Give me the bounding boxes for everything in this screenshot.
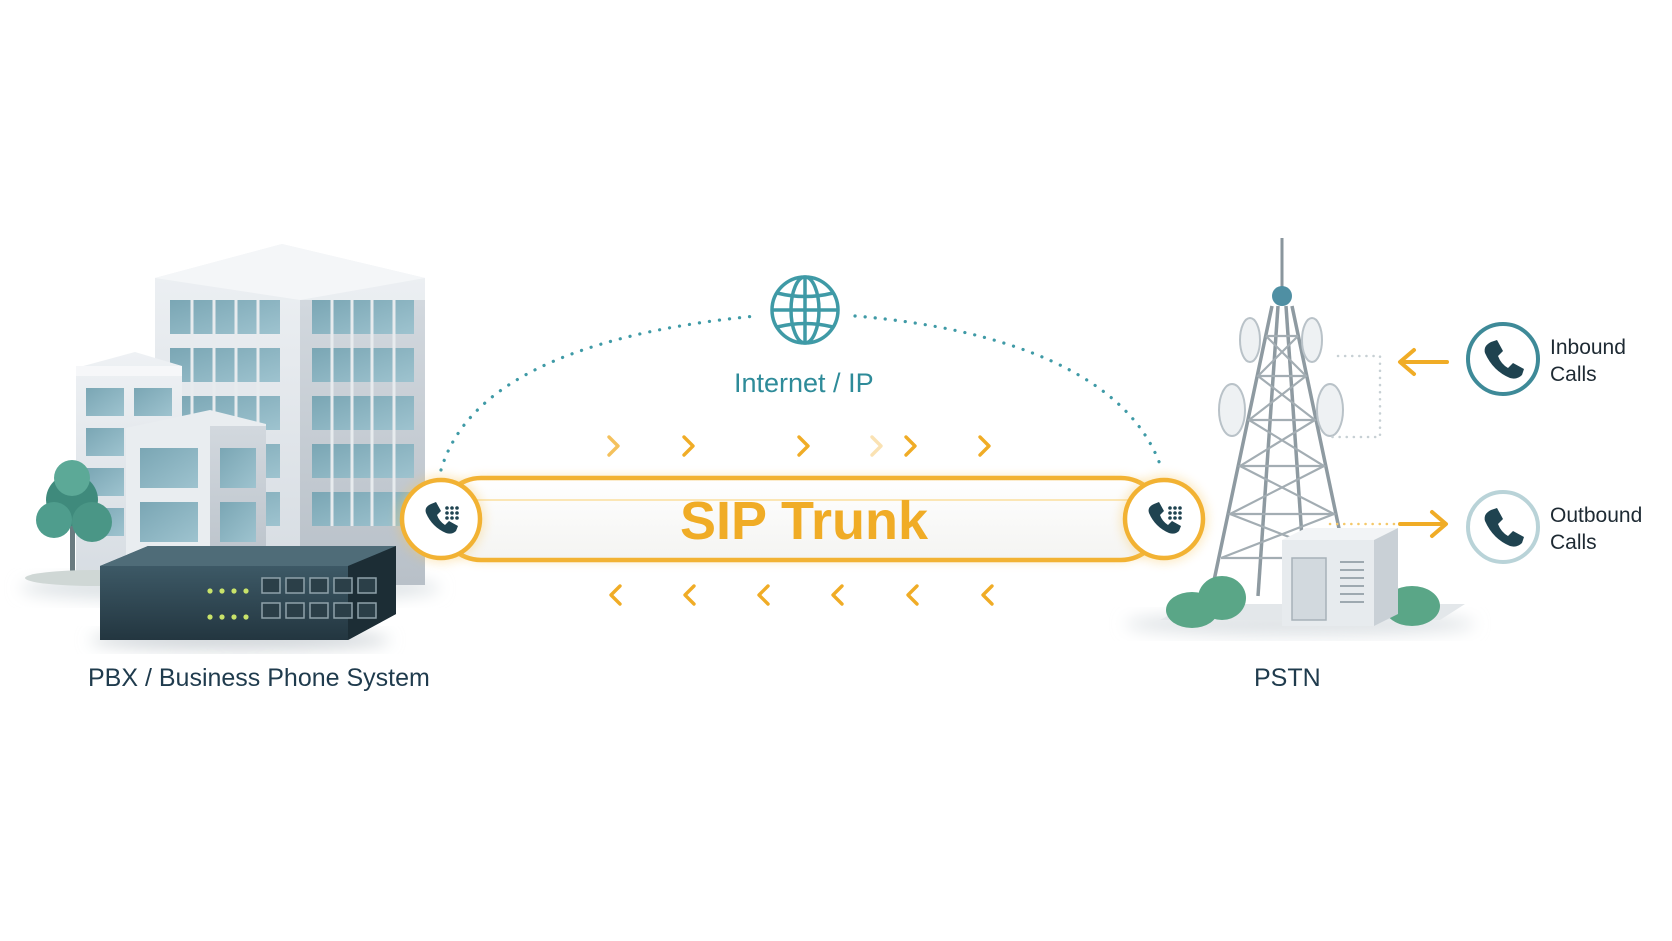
inbound-call-flow bbox=[1324, 322, 1540, 439]
outbound-calls-line1: Outbound bbox=[1550, 504, 1643, 527]
outbound-calls-line2: Calls bbox=[1550, 531, 1597, 554]
phone-icon bbox=[1484, 508, 1524, 547]
office-building-illustration bbox=[20, 244, 440, 602]
pstn-tower-illustration bbox=[1125, 238, 1475, 636]
inbound-calls-label: Inbound Calls bbox=[1550, 334, 1626, 388]
outgoing-direction-chevrons bbox=[607, 435, 991, 457]
tree-illustration bbox=[36, 460, 112, 580]
incoming-direction-chevrons bbox=[609, 584, 994, 606]
inbound-calls-line1: Inbound bbox=[1550, 336, 1626, 359]
phone-keypad-icon bbox=[1148, 502, 1182, 534]
sip-trunk-label: SIP Trunk bbox=[679, 491, 929, 551]
pbx-label: PBX / Business Phone System bbox=[88, 664, 430, 692]
trunk-endpoint-right bbox=[1120, 475, 1208, 563]
pstn-label: PSTN bbox=[1254, 664, 1321, 692]
phone-icon bbox=[1484, 340, 1524, 379]
internet-connection bbox=[439, 275, 1164, 472]
outbound-call-flow bbox=[1328, 490, 1540, 564]
pbx-router-illustration bbox=[90, 546, 396, 650]
internet-label: Internet / IP bbox=[734, 368, 874, 398]
globe-icon bbox=[770, 275, 840, 345]
outbound-calls-label: Outbound Calls bbox=[1550, 502, 1642, 556]
sip-trunk-pipe bbox=[437, 475, 1165, 563]
phone-keypad-icon bbox=[425, 502, 459, 534]
inbound-calls-line2: Calls bbox=[1550, 363, 1597, 386]
trunk-endpoint-left bbox=[397, 475, 485, 563]
